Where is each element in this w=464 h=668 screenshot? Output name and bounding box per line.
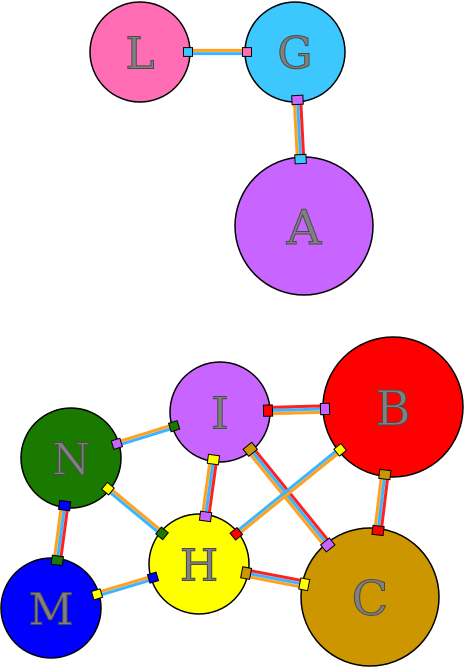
port <box>294 153 307 165</box>
node-M[interactable]: M <box>0 557 102 659</box>
edge-stripe <box>52 506 63 559</box>
edge-stripe <box>98 575 152 594</box>
edge-G-A <box>292 101 306 158</box>
edge-I-C <box>247 447 331 547</box>
node-circle <box>0 557 102 659</box>
edge-I-B <box>269 404 324 416</box>
port-layer <box>50 47 392 601</box>
edge-stripe <box>250 449 328 545</box>
edge-L-G <box>190 48 245 56</box>
edge-N-H <box>107 487 163 535</box>
edge-stripe <box>269 407 324 413</box>
edge-N-M <box>52 506 70 560</box>
port <box>50 554 65 567</box>
port <box>198 510 213 523</box>
node-label: M <box>28 585 73 636</box>
port <box>242 47 252 57</box>
port <box>206 453 221 466</box>
edge-stripe <box>296 101 302 158</box>
edge-stripe <box>56 507 66 559</box>
edge-stripe <box>299 101 306 158</box>
port <box>146 571 160 584</box>
node-label: G <box>277 29 312 80</box>
edge-stripe <box>269 404 323 409</box>
edge-stripe <box>237 451 341 535</box>
node-label: A <box>286 200 323 256</box>
node-label: B <box>375 381 410 437</box>
node-C[interactable]: C <box>300 527 440 667</box>
edge-H-C <box>247 568 304 589</box>
port <box>240 566 253 581</box>
edge-stripe <box>98 578 152 597</box>
port <box>333 442 348 457</box>
edge-stripe <box>235 448 339 533</box>
edge-layer <box>52 48 390 597</box>
node-B[interactable]: B <box>322 336 464 478</box>
port <box>57 499 72 512</box>
node-H[interactable]: H <box>148 513 250 615</box>
edge-stripe <box>373 475 383 529</box>
edge-B-H <box>235 448 341 535</box>
edge-stripe <box>247 572 303 586</box>
node-G[interactable]: G <box>244 1 346 103</box>
edge-stripe <box>247 575 302 589</box>
port <box>378 468 392 481</box>
port <box>155 526 170 541</box>
port <box>100 481 115 496</box>
port <box>298 577 311 592</box>
edge-M-H <box>98 575 152 597</box>
edge-stripe <box>107 489 161 535</box>
port <box>183 47 193 57</box>
node-L[interactable]: L <box>89 1 191 103</box>
node-label: C <box>352 571 389 627</box>
edge-stripe <box>109 487 163 533</box>
node-label: L <box>125 29 154 80</box>
port <box>167 420 181 433</box>
port <box>262 404 274 417</box>
edge-B-C <box>373 475 390 530</box>
edge-stripe <box>247 451 326 547</box>
edge-stripe <box>376 476 387 529</box>
edge-stripe <box>201 460 212 515</box>
node-label: I <box>211 389 228 440</box>
edge-stripe <box>248 568 304 583</box>
edge-stripe <box>118 426 174 447</box>
port <box>110 437 124 450</box>
node-A[interactable]: A <box>234 156 374 296</box>
port <box>229 526 244 541</box>
port <box>90 588 104 601</box>
edge-stripe <box>252 447 331 543</box>
edge-stripe <box>379 476 390 530</box>
port <box>291 94 304 106</box>
edge-I-H <box>201 460 218 516</box>
node-circle <box>148 513 250 615</box>
node-circle <box>300 527 440 667</box>
edge-N-I <box>117 423 174 447</box>
port <box>319 402 331 416</box>
port <box>371 524 385 537</box>
edge-stripe <box>292 102 299 158</box>
node-label: N <box>52 435 91 486</box>
port <box>319 537 336 553</box>
edge-stripe <box>59 507 70 560</box>
node-label: H <box>180 541 218 592</box>
edge-stripe <box>207 461 218 516</box>
edge-stripe <box>204 461 215 515</box>
edge-stripe <box>117 423 173 444</box>
edge-stripe <box>270 410 324 416</box>
port <box>242 441 259 458</box>
node-circle <box>20 407 122 509</box>
node-N[interactable]: N <box>20 407 122 509</box>
